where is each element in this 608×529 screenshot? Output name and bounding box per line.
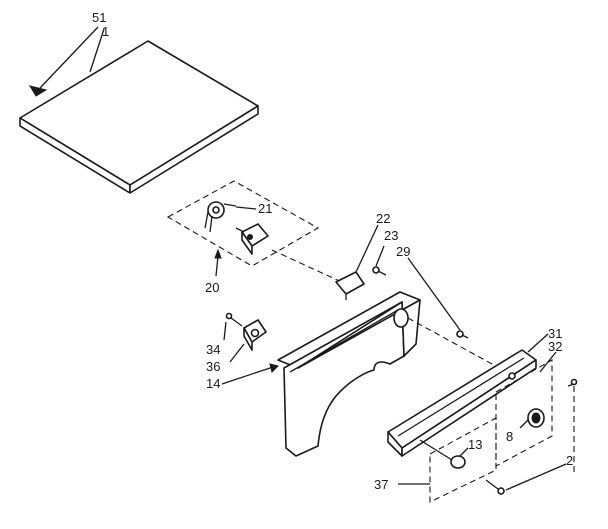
leader-21 <box>235 206 257 210</box>
switch-13 <box>419 439 466 469</box>
leader-14 <box>221 363 279 385</box>
callout-23: 23 <box>384 228 398 243</box>
callout-36: 36 <box>206 359 220 374</box>
callout-1: 1 <box>102 24 109 39</box>
screw-2-lower <box>485 479 505 495</box>
leader-36 <box>229 343 245 363</box>
leader-13 <box>459 447 469 457</box>
timer-group-outline <box>166 180 320 267</box>
callout-37: 37 <box>374 477 388 492</box>
control-panel <box>387 349 537 457</box>
console-panel <box>277 291 421 457</box>
callout-31: 31 <box>548 326 562 341</box>
alignment-line-timer <box>271 249 347 285</box>
top-panel <box>19 40 259 194</box>
callout-32: 32 <box>548 339 562 354</box>
leader-34 <box>223 321 227 341</box>
leader-2 <box>505 463 567 491</box>
callout-8: 8 <box>506 429 513 444</box>
leader-51 <box>39 26 99 89</box>
switch-group-outline <box>429 417 497 503</box>
leader-1 <box>89 28 105 73</box>
callout-13: 13 <box>468 437 482 452</box>
callout-20: 20 <box>205 280 219 295</box>
top-panel-fastener <box>28 85 48 97</box>
callout-34: 34 <box>206 342 220 357</box>
knob-screw-34 <box>225 312 243 327</box>
callout-14: 14 <box>206 376 220 391</box>
timer-motor <box>204 201 237 233</box>
callout-51: 51 <box>92 10 106 25</box>
leader-22 <box>355 224 379 273</box>
leader-29 <box>407 257 461 331</box>
timer-switch <box>235 223 269 255</box>
screw-29 <box>456 330 469 339</box>
callout-22: 22 <box>376 211 390 226</box>
leader-8 <box>519 419 529 429</box>
leader-32 <box>539 351 557 373</box>
screw-2-upper <box>567 378 578 387</box>
screw-23 <box>372 266 387 276</box>
callout-29: 29 <box>396 244 410 259</box>
leader-31 <box>527 333 549 353</box>
callout-21: 21 <box>258 201 272 216</box>
callout-2: 2 <box>566 453 573 468</box>
leader-20 <box>214 248 222 277</box>
control-knob <box>243 319 267 351</box>
knob-8 <box>527 408 545 428</box>
knob-group-outline <box>495 359 553 467</box>
leader-23 <box>375 245 385 267</box>
mounting-bracket <box>335 271 365 300</box>
